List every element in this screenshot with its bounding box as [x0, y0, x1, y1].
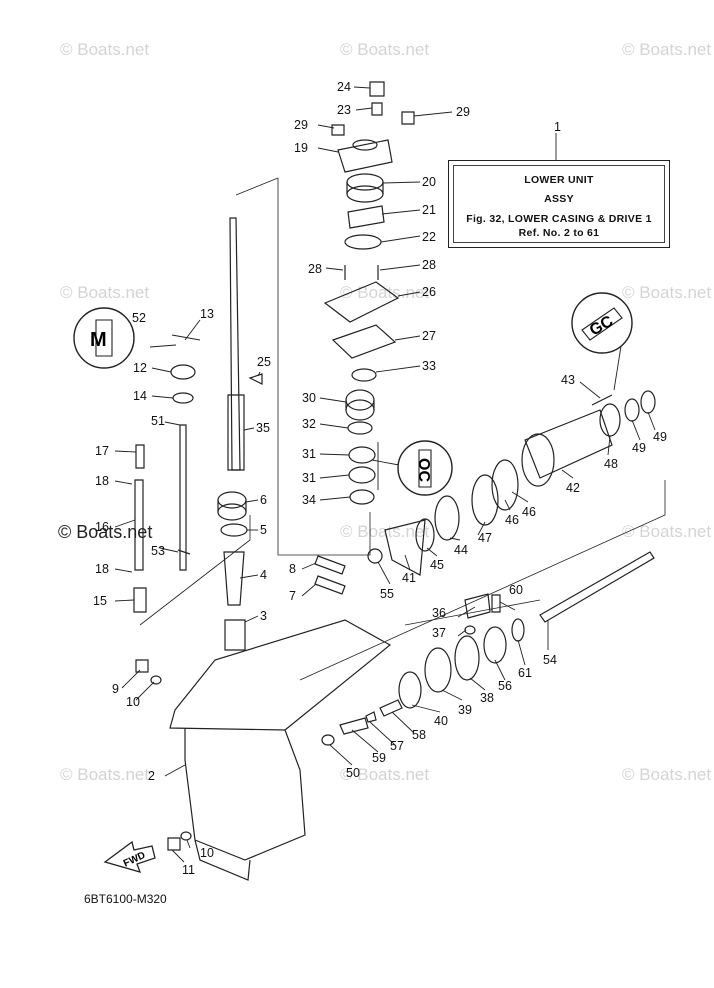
m-symbol: M: [90, 329, 107, 351]
callout-34: 34: [302, 493, 316, 507]
callout-27: 27: [422, 329, 436, 343]
callout-32: 32: [302, 417, 316, 431]
callout-59: 59: [372, 751, 386, 765]
inset-gear-case-lube: GC: [571, 292, 633, 354]
callout-53: 53: [151, 544, 165, 558]
callout-29b: 29: [456, 105, 470, 119]
callout-56: 56: [498, 679, 512, 693]
inset-marine-grease: M: [73, 307, 135, 369]
watermark: © Boats.net: [340, 765, 430, 784]
callout-21: 21: [422, 203, 436, 217]
callout-2: 2: [148, 769, 155, 783]
title-line-1: LOWER UNIT: [524, 174, 594, 186]
callout-6: 6: [260, 493, 267, 507]
inset-gear-case-oil-seal: OC: [397, 440, 453, 496]
callout-49b: 49: [653, 430, 667, 444]
callout-9: 9: [112, 682, 119, 696]
callout-57: 57: [390, 739, 404, 753]
callout-16: 16: [95, 520, 109, 534]
callout-38: 38: [480, 691, 494, 705]
callout-4: 4: [260, 568, 267, 582]
callout-28b: 28: [422, 258, 436, 272]
watermark: © Boats.net: [60, 40, 150, 59]
fwd-arrow-icon: FWD: [103, 840, 156, 873]
callout-43: 43: [561, 373, 575, 387]
callout-46a: 46: [505, 513, 519, 527]
callout-42: 42: [566, 481, 580, 495]
callout-17: 17: [95, 444, 109, 458]
callout-61: 61: [518, 666, 532, 680]
title-box: LOWER UNIT ASSY Fig. 32, LOWER CASING & …: [448, 160, 670, 248]
watermark: © Boats.net: [622, 765, 712, 784]
callout-11: 11: [182, 863, 195, 877]
title-line-4: Ref. No. 2 to 61: [518, 227, 600, 239]
callout-24: 24: [337, 80, 351, 94]
callout-18a: 18: [95, 474, 109, 488]
callout-10a: 10: [126, 695, 140, 709]
callout-22: 22: [422, 230, 436, 244]
callout-28a: 28: [308, 262, 322, 276]
watermark: © Boats.net: [622, 522, 712, 541]
callout-52: 52: [132, 311, 146, 325]
diagram-code: 6BT6100-M320: [84, 892, 167, 906]
callout-10b: 10: [200, 846, 214, 860]
callout-44: 44: [454, 543, 468, 557]
callout-25: 25: [257, 355, 271, 369]
callout-19: 19: [294, 141, 308, 155]
callout-1: 1: [554, 120, 561, 134]
callout-8: 8: [289, 562, 296, 576]
callout-51: 51: [151, 414, 165, 428]
callout-58: 58: [412, 728, 426, 742]
callout-29a: 29: [294, 118, 308, 132]
oc-symbol: OC: [415, 458, 432, 482]
callout-20: 20: [422, 175, 436, 189]
callout-37: 37: [432, 626, 446, 640]
callout-36: 36: [432, 606, 446, 620]
watermark: © Boats.net: [60, 765, 150, 784]
watermark: © Boats.net: [622, 283, 712, 302]
callout-54: 54: [543, 653, 557, 667]
title-box-inner: LOWER UNIT ASSY Fig. 32, LOWER CASING & …: [453, 165, 665, 243]
callout-12: 12: [133, 361, 147, 375]
title-line-2: ASSY: [544, 193, 574, 205]
callout-60: 60: [509, 583, 523, 597]
callout-46b: 46: [522, 505, 536, 519]
callout-41: 41: [402, 571, 416, 585]
watermark: © Boats.net: [622, 40, 712, 59]
callout-40: 40: [434, 714, 448, 728]
callout-31a: 31: [302, 447, 316, 461]
callout-26: 26: [422, 285, 436, 299]
callout-5: 5: [260, 523, 267, 537]
callout-13: 13: [200, 307, 214, 321]
watermark: © Boats.net: [58, 522, 153, 542]
title-line-3: Fig. 32, LOWER CASING & DRIVE 1: [466, 213, 652, 225]
callout-30: 30: [302, 391, 316, 405]
callout-18b: 18: [95, 562, 109, 576]
callout-7: 7: [289, 589, 296, 603]
callout-33: 33: [422, 359, 436, 373]
callout-31b: 31: [302, 471, 316, 485]
callout-39: 39: [458, 703, 472, 717]
callout-3: 3: [260, 609, 267, 623]
callout-15: 15: [93, 594, 107, 608]
callout-47: 47: [478, 531, 492, 545]
callout-23: 23: [337, 103, 351, 117]
callout-50: 50: [346, 766, 360, 780]
callout-35: 35: [256, 421, 270, 435]
watermark: © Boats.net: [60, 283, 150, 302]
callout-48: 48: [604, 457, 618, 471]
watermark: © Boats.net: [340, 522, 430, 541]
callout-45: 45: [430, 558, 444, 572]
callout-49a: 49: [632, 441, 646, 455]
callout-14: 14: [133, 389, 147, 403]
watermark: © Boats.net: [340, 40, 430, 59]
callout-55: 55: [380, 587, 394, 601]
